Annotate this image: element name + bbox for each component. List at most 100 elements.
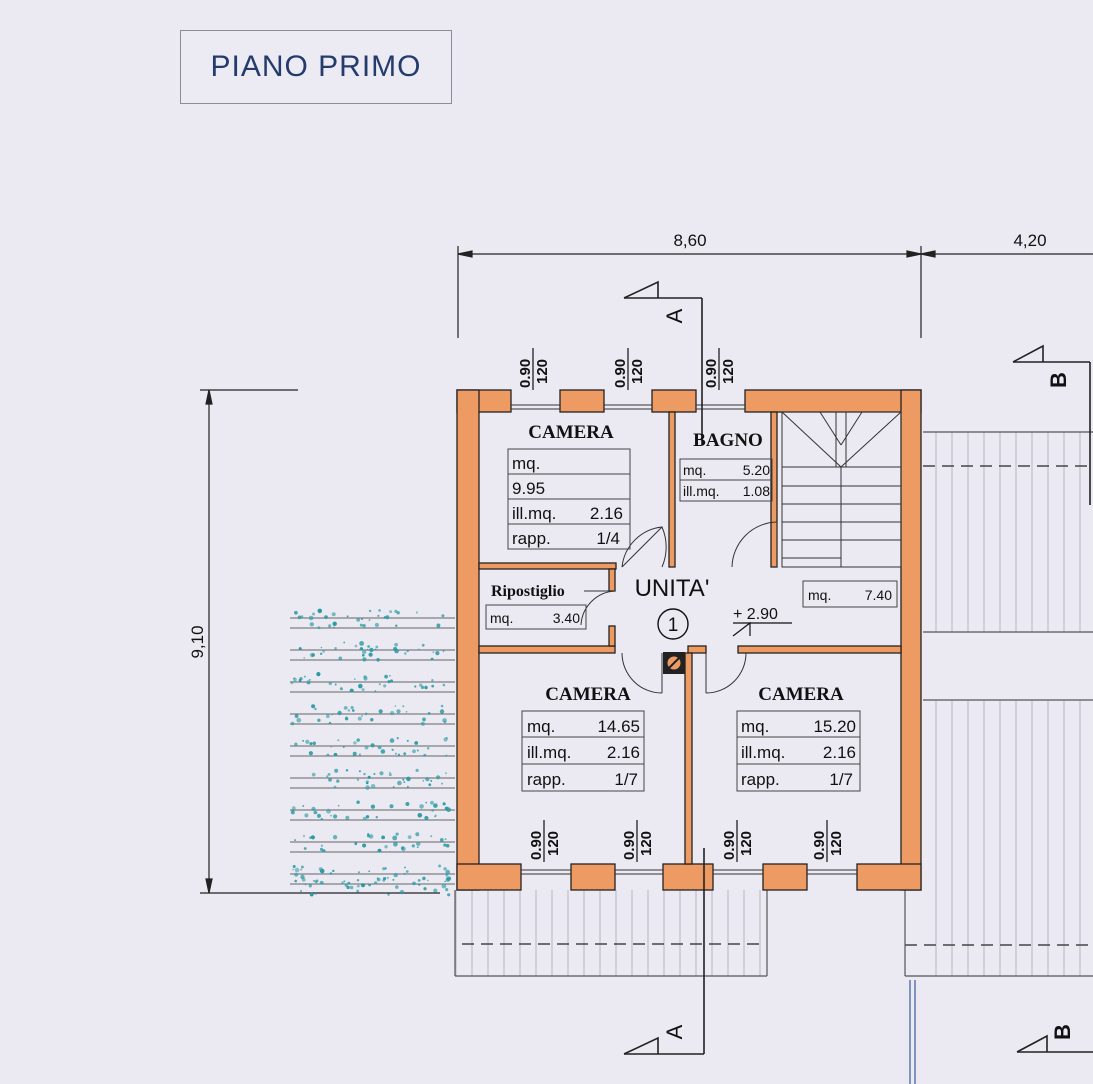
greenery-dot <box>317 813 321 818</box>
greenery-dot <box>361 715 363 717</box>
greenery-dot <box>417 813 423 818</box>
greenery-dot <box>394 752 397 755</box>
greenery-dot <box>326 714 330 718</box>
camera-se-r3-label: rapp. <box>741 770 780 789</box>
greenery-dot <box>330 814 332 817</box>
greenery-dot <box>357 716 362 721</box>
greenery-dot <box>341 881 344 884</box>
greenery-dot <box>332 621 337 626</box>
greenery-dot <box>407 835 412 839</box>
greenery-dot <box>337 723 340 725</box>
dimension-width: 8,60 <box>673 231 706 250</box>
greenery-dot <box>412 881 416 886</box>
greenery-dot <box>397 753 400 756</box>
greenery-dot <box>423 887 427 891</box>
greenery-dot <box>342 746 345 749</box>
greenery-dot <box>374 648 377 651</box>
room-disimpegno-table <box>802 580 898 608</box>
stair <box>781 411 902 568</box>
greenery-dot <box>389 804 394 809</box>
greenery-dot <box>406 649 409 653</box>
greenery-dot <box>424 815 429 821</box>
camera-nw-r4-label: rapp. <box>512 529 551 548</box>
greenery-dot <box>394 705 397 707</box>
greenery-dot <box>346 885 350 890</box>
greenery-dot <box>438 864 442 868</box>
greenery-dot <box>399 889 405 895</box>
greenery-dot <box>368 609 372 613</box>
greenery-dot <box>302 805 305 807</box>
greenery-dot <box>315 879 319 882</box>
greenery-dot <box>427 712 431 715</box>
greenery-dot <box>318 867 323 872</box>
terrace-bottom <box>454 890 768 977</box>
level-mark-symbol <box>732 621 792 637</box>
room-camera-sw-name: CAMERA <box>545 684 631 705</box>
greenery-dot <box>303 675 306 678</box>
greenery-dot <box>311 806 316 812</box>
greenery-dot <box>334 768 339 773</box>
camera-sw-r1-label: mq. <box>527 717 555 736</box>
unit-number: 1 <box>668 615 679 636</box>
greenery-dot <box>322 650 325 653</box>
camera-sw-r2-label: ill.mq. <box>527 743 571 762</box>
greenery-dot <box>412 749 416 754</box>
greenery-dot <box>292 868 294 871</box>
greenery-dot <box>296 717 302 723</box>
door-swings <box>580 521 778 694</box>
flue-symbol <box>663 652 685 674</box>
greenery-dot <box>421 643 425 647</box>
greenery-dot <box>425 777 430 782</box>
greenery-dot <box>441 614 445 618</box>
greenery-dot <box>418 883 421 886</box>
greenery-dot <box>327 773 331 776</box>
greenery-dot <box>364 745 369 750</box>
greenery-dot <box>359 641 364 646</box>
greenery-dot <box>416 846 419 849</box>
greenery-dot <box>305 739 310 744</box>
greenery-dot <box>432 651 435 654</box>
greenery-dot <box>422 876 426 881</box>
greenery-dot <box>290 721 295 726</box>
camera-nw-r4-value: 1/4 <box>596 529 620 548</box>
greenery-dot <box>356 879 360 882</box>
svg-text:120: 120 <box>545 831 562 856</box>
room-camera-nw-table <box>507 448 631 550</box>
greenery-dot <box>406 739 409 742</box>
greenery-dot <box>358 753 361 756</box>
greenery-dot <box>369 647 374 653</box>
greenery-dot <box>317 609 320 612</box>
room-bagno-name: BAGNO <box>693 430 763 451</box>
greenery-dot <box>314 707 317 711</box>
greenery-dot <box>442 683 446 687</box>
greenery-dot <box>293 677 296 680</box>
svg-text:0.90: 0.90 <box>703 359 720 388</box>
greenery-dot <box>361 618 363 620</box>
dimension-top <box>457 246 1093 338</box>
greenery-dot <box>370 784 376 789</box>
greenery-dot <box>368 883 371 887</box>
greenery-dot <box>444 880 447 883</box>
greenery-dot <box>378 609 381 612</box>
greenery-dot <box>445 754 448 757</box>
camera-nw-r3-value: 2.16 <box>590 504 623 523</box>
svg-text:0.90: 0.90 <box>517 359 534 388</box>
greenery-dot <box>441 782 444 785</box>
greenery-dot <box>443 737 448 742</box>
greenery-dot <box>395 832 399 836</box>
greenery-dot <box>422 717 426 722</box>
greenery-dot <box>416 841 421 846</box>
greenery-dot <box>361 649 367 655</box>
greenery-dot <box>395 885 399 889</box>
greenery-dot <box>347 709 351 712</box>
greenery-dot <box>317 626 321 630</box>
greenery-dot <box>359 647 364 651</box>
greenery-dot <box>352 751 357 756</box>
greenery-dot <box>430 800 434 805</box>
greenery-dot <box>442 650 445 653</box>
greenery-dot <box>384 845 388 849</box>
greenery-dot <box>353 741 357 745</box>
greenery-dot <box>309 742 313 746</box>
dimension-height: 9,10 <box>188 625 207 658</box>
